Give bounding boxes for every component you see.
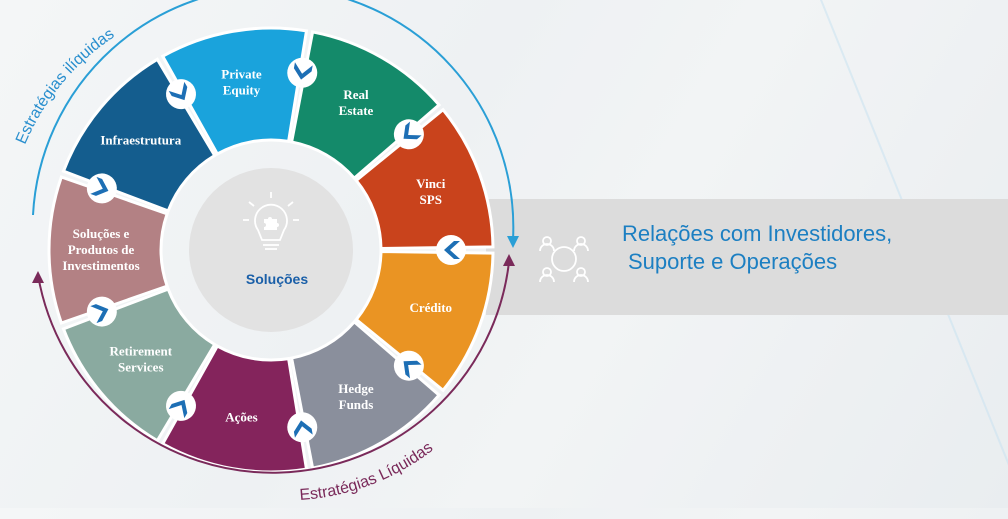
center-label: Soluções (246, 271, 308, 287)
chevron-icon (166, 79, 196, 110)
segment-label-line: Services (118, 359, 163, 374)
chevron-icon (166, 390, 196, 421)
segment-1[interactable] (289, 30, 442, 181)
segment-label-line: Infraestrutura (100, 133, 181, 148)
segment-label-3: Crédito (409, 300, 452, 315)
liquid-arc-arrowhead-right (503, 254, 515, 266)
chevron-shape (403, 360, 422, 379)
illiquid-arc-arrowhead (507, 236, 519, 248)
segment-label-line: Produtos de (68, 242, 135, 257)
chevron-shape (168, 81, 188, 101)
chevron-shape (168, 399, 188, 419)
chevron-icon (393, 350, 424, 381)
segment-label-line: Estate (339, 103, 374, 118)
segment-label-line: Crédito (409, 300, 452, 315)
investor-relations-line1: Relações com Investidores, (622, 221, 893, 246)
chevron-shape (444, 241, 460, 259)
segment-label-line: Private (221, 67, 262, 82)
liquid-arc-arrowhead-left (32, 271, 44, 283)
segment-label-line: Ações (225, 409, 258, 424)
chevron-icon (287, 412, 318, 443)
chevron-icon (287, 57, 318, 88)
lightbulb-puzzle-icon (243, 192, 299, 250)
segment-7[interactable] (47, 175, 170, 325)
liquid-arc (37, 261, 510, 474)
segment-label-line: Equity (223, 83, 261, 98)
segment-label-line: Investimentos (62, 258, 139, 273)
chevrons-layer (86, 57, 466, 443)
segment-label-line: Retirement (109, 343, 172, 358)
segment-label-5: Ações (225, 409, 258, 424)
segment-label-line: Hedge (338, 381, 374, 396)
segment-0[interactable] (160, 26, 309, 157)
chevron-shape (293, 62, 313, 80)
segment-label-line: Real (343, 87, 369, 102)
segment-label-8: Infraestrutura (100, 133, 181, 148)
chevron-icon (86, 296, 117, 327)
chevron-shape (90, 176, 109, 196)
chevron-shape (293, 420, 313, 438)
chevron-shape (403, 121, 422, 140)
chevron-shape (90, 304, 109, 324)
segment-label-line: Funds (339, 397, 374, 412)
chevron-icon (436, 235, 466, 265)
segment-label-line: Vinci (416, 176, 446, 191)
illiquid-arc (32, 0, 515, 241)
segment-3[interactable] (354, 250, 495, 393)
chevron-icon (86, 173, 117, 204)
segment-4[interactable] (289, 319, 442, 470)
investor-relations-line2: Suporte e Operações (628, 249, 838, 274)
chevron-icon (393, 119, 424, 150)
segment-2[interactable] (354, 107, 495, 250)
segment-label-line: SPS (420, 192, 442, 207)
center-disc (189, 168, 353, 332)
segment-label-line: Soluções e (73, 226, 130, 241)
team-icon (539, 236, 589, 283)
info-band (486, 199, 1008, 315)
investor-relations-text: Relações com Investidores, Suporte e Ope… (622, 220, 1002, 276)
